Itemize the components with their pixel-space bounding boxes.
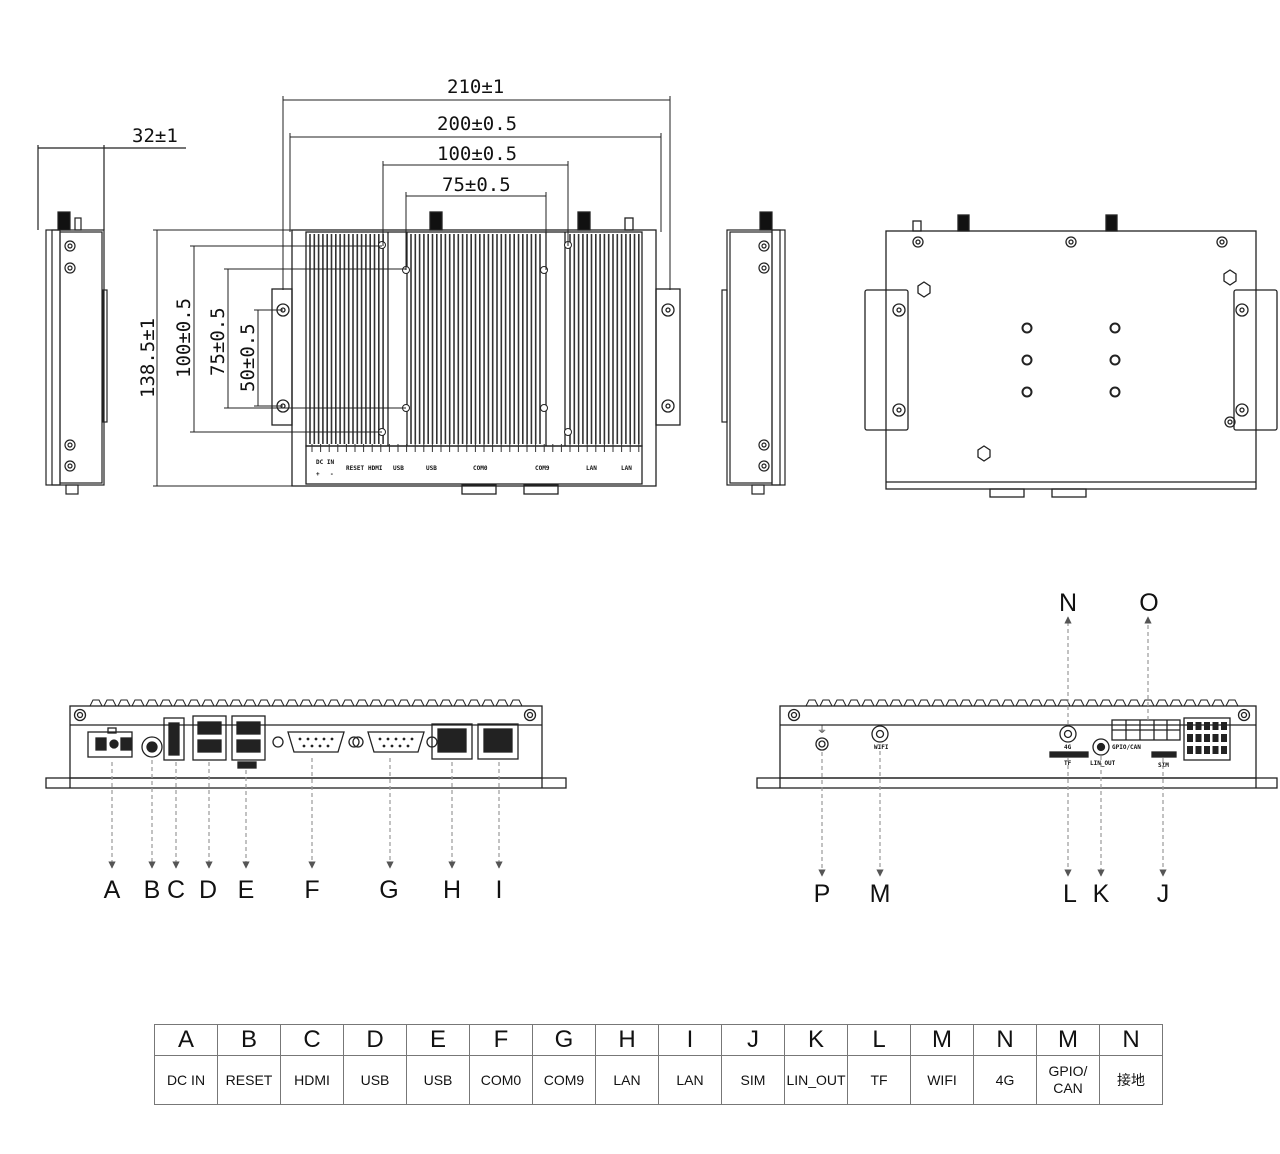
front-panel bbox=[45, 705, 567, 789]
com-pins bbox=[298, 737, 414, 748]
svg-text:LAN: LAN bbox=[621, 465, 632, 472]
rear-panel bbox=[756, 705, 1278, 789]
dim-width-200: 200±0.5 bbox=[437, 113, 517, 135]
legend-letter-cell: F bbox=[469, 1024, 533, 1056]
legend-name-cell: TF bbox=[847, 1055, 911, 1105]
left-side-view bbox=[37, 145, 186, 495]
svg-text:COM9: COM9 bbox=[535, 465, 550, 472]
svg-text:USB: USB bbox=[393, 465, 404, 472]
dim-width-210: 210±1 bbox=[447, 76, 504, 98]
bottom-view bbox=[864, 214, 1278, 498]
svg-text:A: A bbox=[104, 876, 121, 904]
svg-text:H: H bbox=[443, 876, 461, 904]
svg-text:DC IN: DC IN bbox=[316, 459, 334, 466]
dim-width-75: 75±0.5 bbox=[442, 174, 511, 196]
svg-text:⏚: ⏚ bbox=[817, 724, 827, 736]
vertical-dimension-lines bbox=[153, 229, 406, 487]
legend-name-cell: HDMI bbox=[280, 1055, 344, 1105]
heatsink-fins bbox=[309, 234, 640, 452]
horizontal-dimension-lines bbox=[282, 96, 671, 290]
rear-panel-top-ridges bbox=[805, 699, 1239, 707]
svg-text:RESET: RESET bbox=[346, 465, 364, 472]
legend-letter-cell: E bbox=[406, 1024, 470, 1056]
legend-letter-cell: G bbox=[532, 1024, 596, 1056]
legend-name-cell: RESET bbox=[217, 1055, 281, 1105]
legend-name-cell: 接地 bbox=[1099, 1055, 1163, 1105]
dim-height-75: 75±0.5 bbox=[207, 307, 229, 376]
svg-text:I: I bbox=[496, 876, 503, 904]
svg-text:4G: 4G bbox=[1064, 744, 1072, 751]
legend-letter-cell: M bbox=[1036, 1024, 1100, 1056]
legend-name-cell: USB bbox=[406, 1055, 470, 1105]
svg-text:F: F bbox=[304, 876, 319, 904]
dim-depth-32: 32±1 bbox=[132, 125, 178, 147]
legend-letter-cell: L bbox=[847, 1024, 911, 1056]
svg-text:D: D bbox=[199, 876, 217, 904]
svg-text:P: P bbox=[814, 880, 831, 908]
svg-text:M: M bbox=[870, 880, 891, 908]
svg-text:USB: USB bbox=[426, 465, 437, 472]
front-callout-lines bbox=[108, 758, 503, 869]
svg-text:G: G bbox=[379, 876, 398, 904]
legend-letter-cell: D bbox=[343, 1024, 407, 1056]
legend-letter-cell: K bbox=[784, 1024, 848, 1056]
svg-text:COM0: COM0 bbox=[473, 465, 488, 472]
svg-text:GPIO/CAN: GPIO/CAN bbox=[1112, 744, 1141, 751]
legend-letter-cell: C bbox=[280, 1024, 344, 1056]
legend-name-cell: DC IN bbox=[154, 1055, 218, 1105]
legend-name-cell: COM0 bbox=[469, 1055, 533, 1105]
svg-text:-: - bbox=[330, 471, 334, 478]
rear-callout-lines bbox=[818, 616, 1167, 877]
svg-text:B: B bbox=[144, 876, 161, 904]
legend-letter-cell: N bbox=[973, 1024, 1037, 1056]
legend-letter-cell: A bbox=[154, 1024, 218, 1056]
svg-text:C: C bbox=[167, 876, 185, 904]
svg-text:LAN: LAN bbox=[586, 465, 597, 472]
legend-name-cell: USB bbox=[343, 1055, 407, 1105]
svg-text:HDMI: HDMI bbox=[368, 465, 383, 472]
front-callout-letters: A B C D E F G H I bbox=[104, 876, 503, 904]
legend-letter-cell: J bbox=[721, 1024, 785, 1056]
top-view-holes bbox=[378, 241, 572, 436]
svg-text:TF: TF bbox=[1064, 760, 1072, 767]
gpio-terminal-pins bbox=[1187, 722, 1227, 754]
legend-letter-cell: B bbox=[217, 1024, 281, 1056]
legend-letter-cell: M bbox=[910, 1024, 974, 1056]
legend-name-cell: GPIO/ CAN bbox=[1036, 1055, 1100, 1105]
svg-text:O: O bbox=[1139, 589, 1158, 617]
svg-text:L: L bbox=[1063, 880, 1077, 908]
legend-name-cell: 4G bbox=[973, 1055, 1037, 1105]
legend-name-cell: COM9 bbox=[532, 1055, 596, 1105]
legend-letter-cell: I bbox=[658, 1024, 722, 1056]
svg-text:WIFI: WIFI bbox=[874, 744, 889, 751]
front-panel-top-ridges bbox=[89, 699, 523, 707]
legend-name-cell: WIFI bbox=[910, 1055, 974, 1105]
right-side-view bbox=[721, 211, 786, 495]
svg-text:E: E bbox=[238, 876, 255, 904]
legend-name-cell: LAN bbox=[658, 1055, 722, 1105]
dim-height-50: 50±0.5 bbox=[237, 323, 259, 392]
svg-text:K: K bbox=[1093, 880, 1110, 908]
legend-name-cell: LIN_OUT bbox=[784, 1055, 848, 1105]
legend-letter-cell: H bbox=[595, 1024, 659, 1056]
svg-text:J: J bbox=[1157, 880, 1170, 908]
legend-letter-cell: N bbox=[1099, 1024, 1163, 1056]
dim-height-100: 100±0.5 bbox=[173, 298, 195, 378]
top-view-port-labels: DC IN + - RESET HDMI USB USB COM0 COM9 L… bbox=[316, 459, 632, 478]
legend-name-cell: LAN bbox=[595, 1055, 659, 1105]
svg-text:SIM: SIM bbox=[1158, 762, 1169, 769]
dim-width-100: 100±0.5 bbox=[437, 143, 517, 165]
svg-text:LIN_OUT: LIN_OUT bbox=[1090, 760, 1116, 767]
svg-text:N: N bbox=[1059, 589, 1077, 617]
rear-port-labels: ⏚ WIFI 4G TF LIN_OUT GPIO/CAN SIM bbox=[817, 724, 1169, 769]
legend-name-cell: SIM bbox=[721, 1055, 785, 1105]
dim-height-138: 138.5±1 bbox=[137, 318, 159, 398]
svg-text:+: + bbox=[316, 471, 320, 478]
rear-callout-letters: P M L K J N O bbox=[814, 589, 1170, 908]
